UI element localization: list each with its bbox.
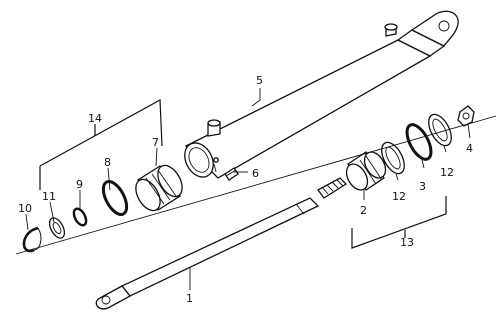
leader-lines (25, 88, 471, 290)
label-part-9: 9 (76, 178, 83, 191)
label-part-5: 5 (256, 74, 263, 87)
piston (345, 151, 387, 191)
ring-12a (381, 141, 405, 175)
label-part-11: 11 (42, 190, 56, 203)
snap-ring-10 (22, 226, 42, 253)
label-part-7: 7 (152, 136, 159, 149)
label-part-14: 14 (88, 112, 102, 125)
label-part-3: 3 (419, 180, 426, 193)
label-part-10: 10 (18, 202, 32, 215)
label-part-8: 8 (104, 156, 111, 169)
bracket-14 (39, 99, 163, 190)
oring-3 (405, 123, 433, 161)
label-part-2: 2 (360, 204, 367, 217)
label-part-12a: 12 (392, 190, 406, 203)
gland-7 (135, 164, 183, 212)
nut-4 (457, 105, 475, 127)
oring-9 (72, 207, 88, 227)
oring-8 (101, 180, 129, 216)
set-screw-6 (213, 157, 239, 181)
washer-11 (48, 217, 66, 239)
cylinder-barrel (184, 10, 459, 179)
bracket-13 (351, 196, 447, 249)
label-part-4: 4 (466, 142, 473, 155)
label-part-1: 1 (186, 292, 193, 305)
label-part-12b: 12 (440, 166, 454, 179)
label-part-13: 13 (400, 236, 414, 249)
label-part-6: 6 (252, 167, 259, 180)
piston-rod (95, 177, 348, 310)
